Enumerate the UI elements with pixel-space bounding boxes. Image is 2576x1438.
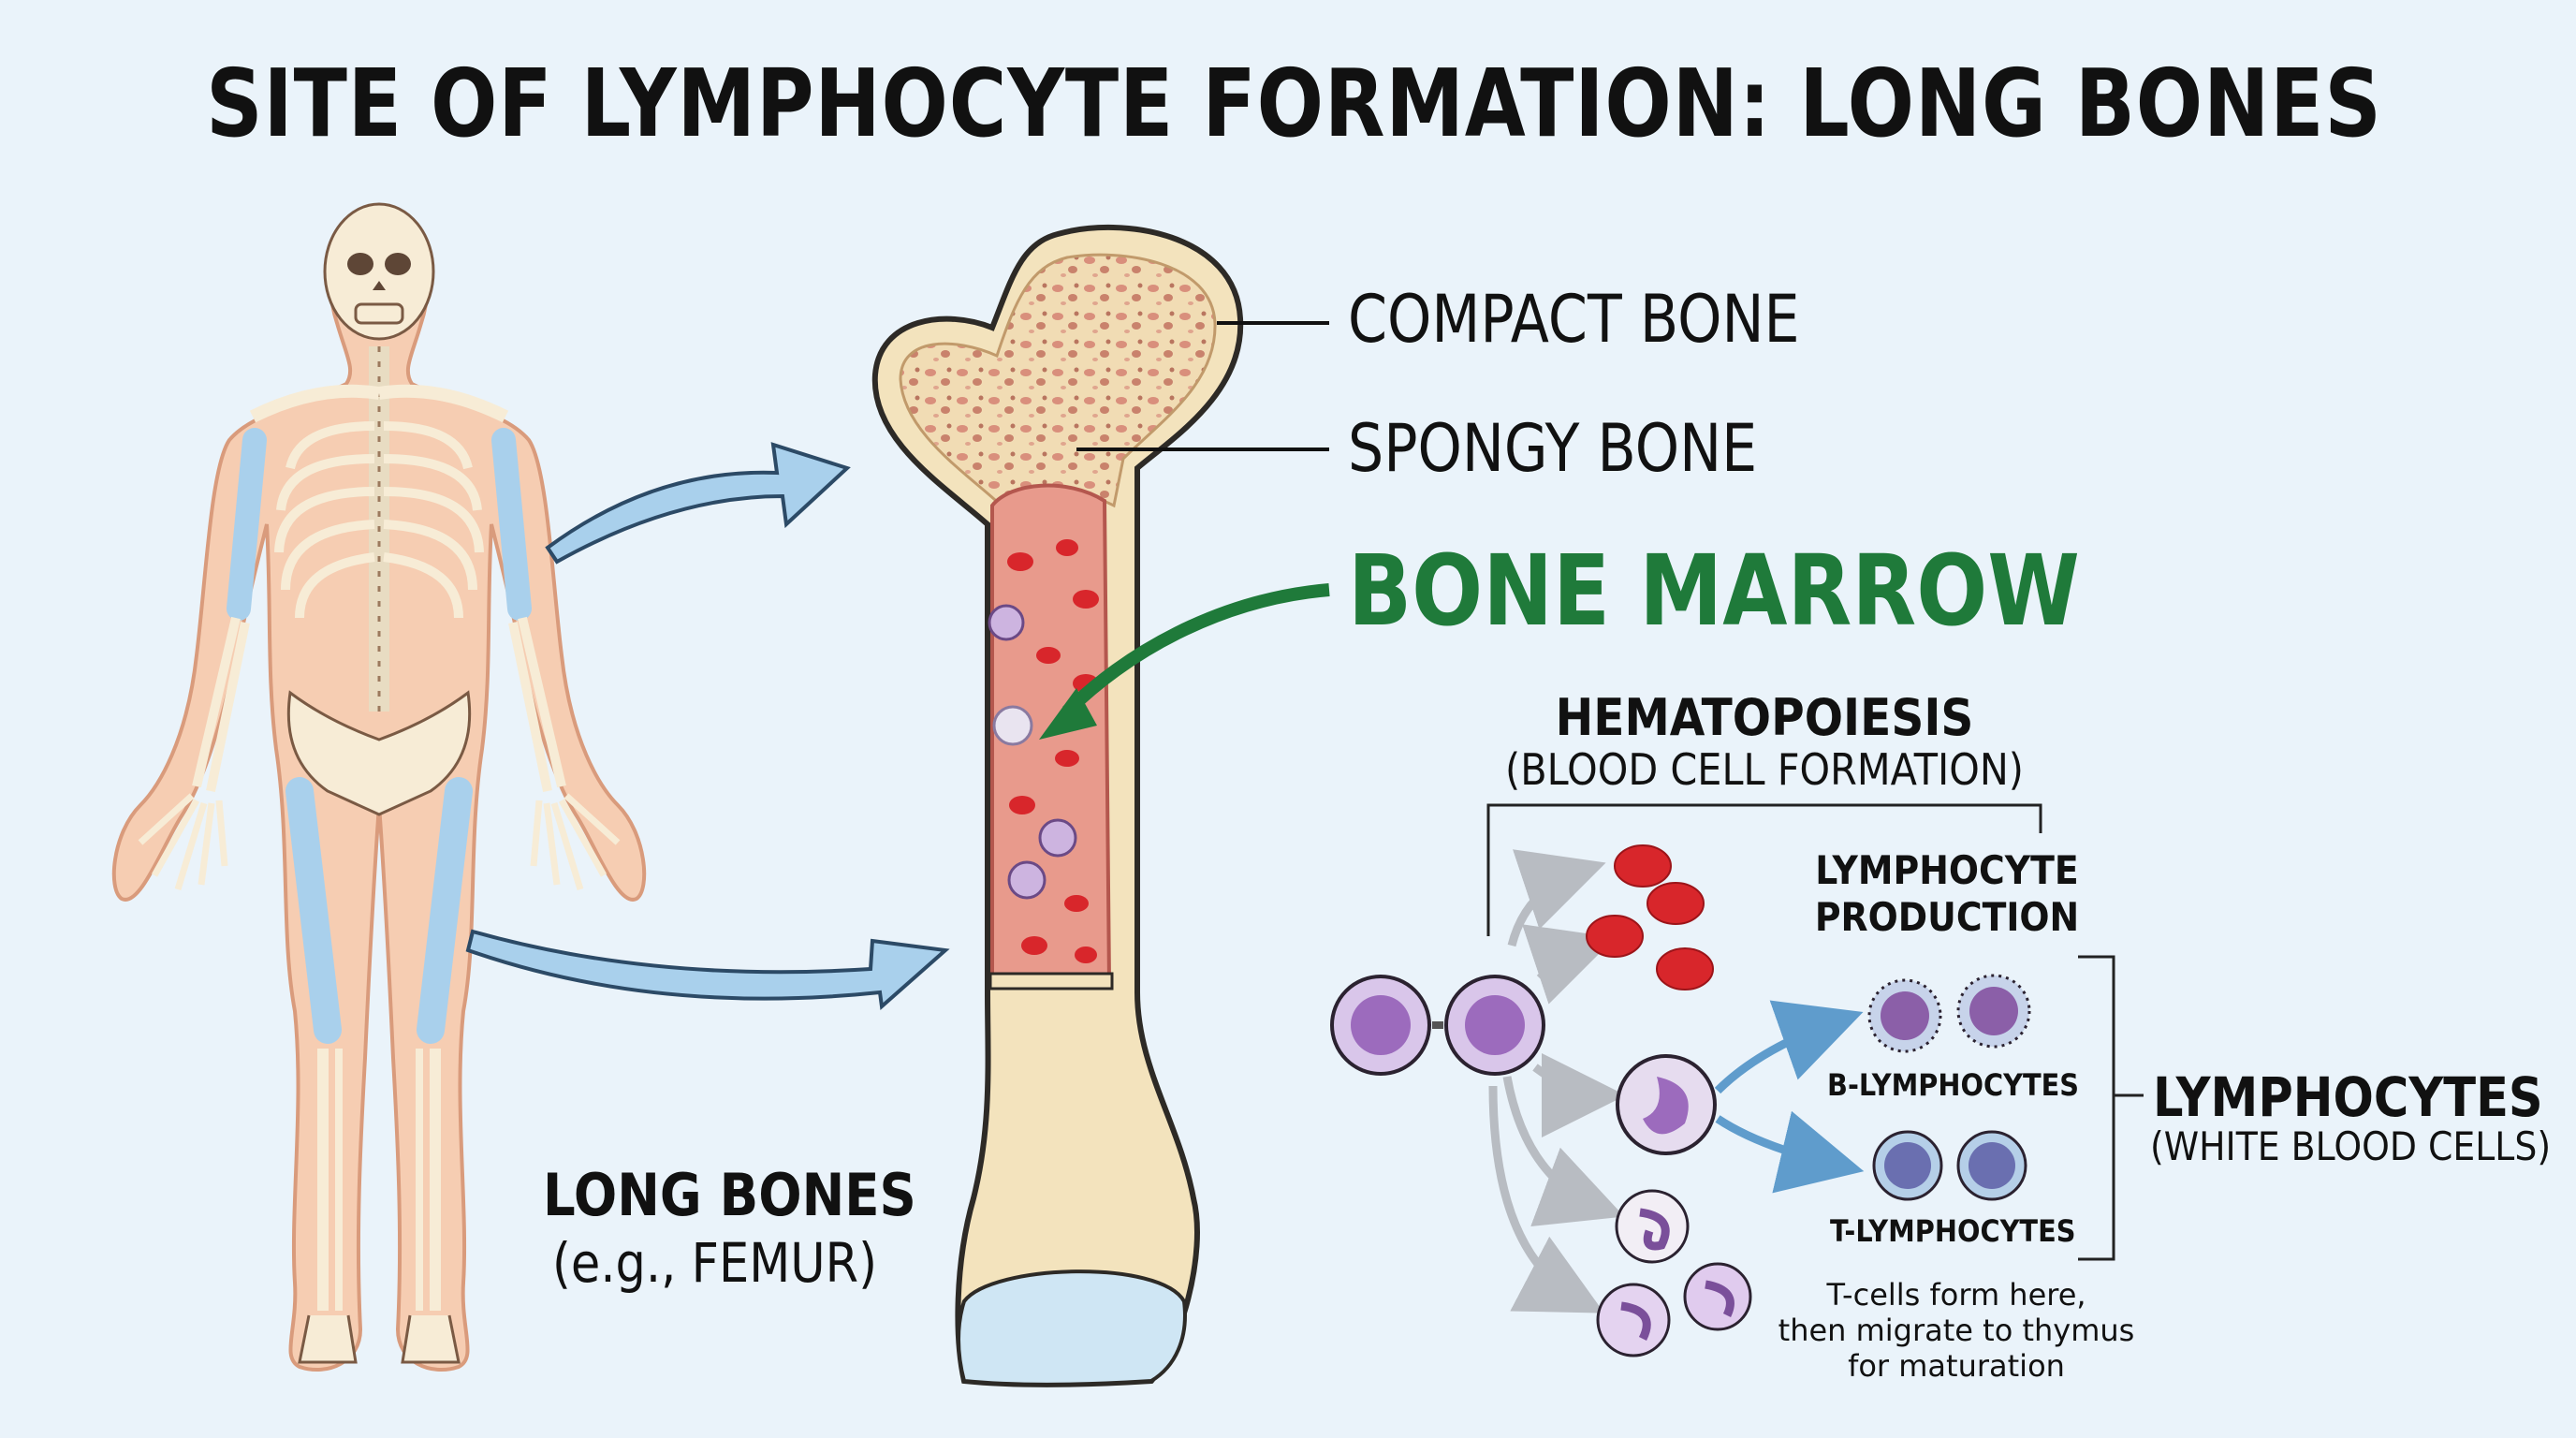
- femur-cross-section: [871, 224, 1244, 1387]
- skull: [323, 202, 435, 341]
- arrow-femur-to-femur: [465, 929, 950, 1010]
- lymphocyte-production-line2: PRODUCTION: [1814, 894, 2080, 940]
- long-bones-example: (e.g., FEMUR): [552, 1231, 877, 1295]
- bone-marrow-label: BONE MARROW: [1348, 534, 2080, 648]
- hematopoiesis-bracket: [1486, 803, 2042, 936]
- right-hand: [530, 793, 621, 891]
- t-lymphocyte: [1872, 1130, 1943, 1201]
- note-line3: for maturation: [1848, 1348, 2065, 1384]
- lymphocytes-label: LYMPHOCYTES: [2153, 1065, 2543, 1129]
- lymphoid-progenitor: [1616, 1054, 1717, 1155]
- left-hand: [138, 793, 228, 891]
- skeleton-figure: [111, 202, 647, 1372]
- progenitor-cell: [1444, 975, 1545, 1076]
- spongy-bone-label: SPONGY BONE: [1348, 410, 1758, 487]
- hematopoiesis-sub: (BLOOD CELL FORMATION): [1505, 744, 2024, 795]
- articular-cartilage: [957, 1269, 1187, 1387]
- right-humerus: [491, 428, 532, 621]
- stem-cell: [1330, 975, 1431, 1076]
- lymphocyte-production-line1: LYMPHOCYTE: [1815, 847, 2079, 893]
- compact-bone-label: COMPACT BONE: [1348, 281, 1800, 358]
- left-femur: [285, 777, 342, 1044]
- granulocyte: [1615, 1189, 1690, 1264]
- arrow-to-b-lymphocytes: [1714, 1000, 1864, 1094]
- right-femur: [417, 777, 473, 1044]
- granulocyte: [1683, 1262, 1752, 1331]
- ribcage: [274, 421, 484, 619]
- lymphocytes-bracket: [2078, 955, 2144, 1261]
- long-bones-label: LONG BONES: [543, 1161, 916, 1229]
- arrow-to-granulocyte-2: [1488, 1085, 1604, 1313]
- note-line2: then migrate to thymus: [1778, 1313, 2135, 1348]
- hematopoiesis-label: HEMATOPOIESIS: [1555, 688, 1974, 747]
- bone-marrow-arrow: [1062, 583, 1330, 716]
- arrow-to-rbc-2: [1521, 924, 1616, 1005]
- arrow-to-t-lymphocytes: [1715, 1110, 1865, 1194]
- note-line1: T-cells form here,: [1826, 1277, 2086, 1313]
- b-lymphocyte: [1956, 974, 2031, 1049]
- arrow-to-granulocyte-1: [1502, 1076, 1625, 1226]
- red-blood-cells: [1586, 844, 1714, 990]
- marrow-cells: [988, 539, 1099, 963]
- arrow-to-rbc-1: [1507, 849, 1606, 947]
- pelvis: [286, 690, 472, 816]
- left-humerus: [227, 428, 267, 621]
- page-title: SITE OF LYMPHOCYTE FORMATION: LONG BONES: [206, 49, 2382, 158]
- t-lymphocyte: [1956, 1130, 2027, 1201]
- b-lymphocyte: [1867, 978, 1942, 1053]
- lymphocytes-sub: (WHITE BLOOD CELLS): [2150, 1123, 2552, 1169]
- arrow-to-lymphocyte: [1532, 1052, 1626, 1137]
- t-lymphocytes-label: T-LYMPHOCYTES: [1830, 1213, 2076, 1249]
- arrow-humerus-to-femur: [545, 442, 851, 565]
- granulocyte: [1596, 1283, 1671, 1357]
- b-lymphocytes-label: B-LYMPHOCYTES: [1827, 1067, 2080, 1103]
